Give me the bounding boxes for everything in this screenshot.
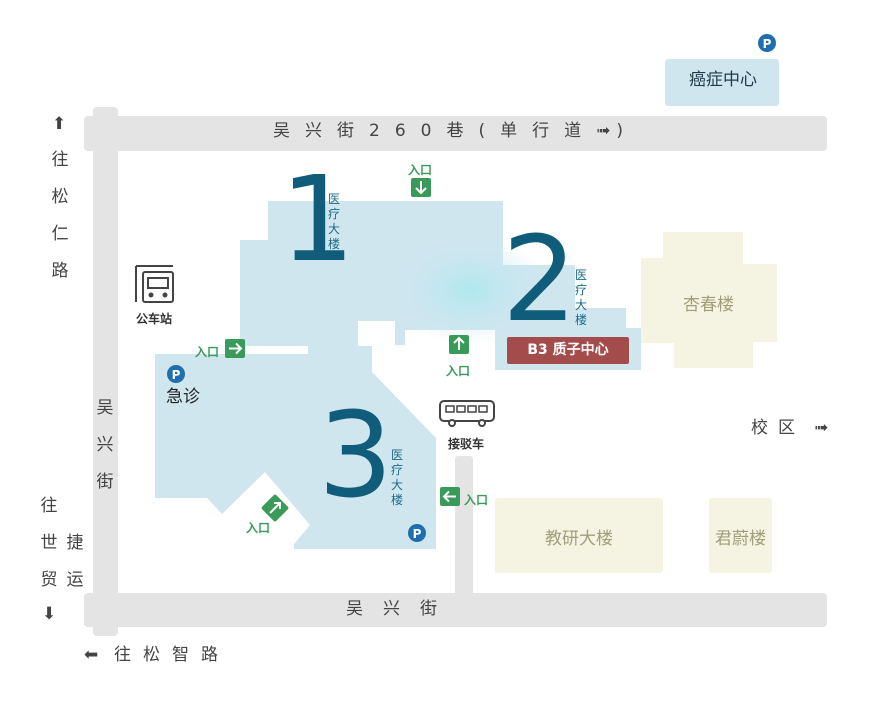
cancer-center-shape bbox=[665, 59, 779, 106]
arrow-down-icon: ⬇ bbox=[42, 604, 57, 624]
entrance-middle-label: 入口 bbox=[446, 364, 471, 378]
top-street-label: 吴兴街260巷(单行道➟) bbox=[273, 123, 638, 140]
entrance-top-label: 入口 bbox=[408, 163, 433, 177]
building-3-number: 3 bbox=[318, 386, 394, 524]
bus-stop-icon bbox=[135, 265, 174, 303]
road-small bbox=[455, 456, 473, 596]
entrance-lower-right-label: 入口 bbox=[464, 493, 489, 507]
top-street-close: ) bbox=[616, 121, 638, 141]
building-3-label: 医疗大楼 bbox=[390, 448, 403, 507]
building-2-number: 2 bbox=[502, 210, 578, 348]
to-songren-label: 往松仁路 bbox=[51, 150, 69, 281]
campus-label[interactable]: 校区 bbox=[751, 418, 805, 438]
cancer-center-label[interactable]: 癌症中心 bbox=[689, 70, 757, 90]
parking-icon: P bbox=[408, 524, 426, 542]
building-glow bbox=[390, 235, 550, 345]
entrance-lower-left-label: 入口 bbox=[246, 521, 271, 535]
jiaoyan-shape bbox=[495, 498, 663, 573]
arrow-left-icon: ⬅ bbox=[84, 645, 99, 665]
bus-station-label: 公车站 bbox=[136, 312, 173, 326]
shuttle-bus-icon bbox=[439, 400, 495, 427]
xingchun-shape bbox=[641, 232, 777, 368]
building-2-label: 医疗大楼 bbox=[574, 268, 587, 327]
bottom-street-label: 吴兴街 bbox=[346, 599, 457, 619]
arrow-up-icon: ⬆ bbox=[52, 114, 67, 134]
left-street-label: 吴兴街 bbox=[96, 398, 114, 492]
one-way-arrow-icon: ➟ bbox=[596, 121, 617, 141]
to-shijie-label: 往世贸 bbox=[40, 496, 58, 590]
to-songzhi-label: 往松智路 bbox=[114, 645, 230, 665]
building-3-shape bbox=[155, 346, 436, 549]
proton-center-badge[interactable]: B3 质子中心 bbox=[507, 337, 629, 364]
xingchun-label[interactable]: 杏春楼 bbox=[683, 295, 734, 315]
campus-arrow-icon: ➟ bbox=[814, 418, 829, 438]
building-1-number: 1 bbox=[280, 150, 356, 288]
svg-text:P: P bbox=[763, 37, 772, 51]
parking-icon: P bbox=[167, 365, 185, 383]
entrance-arrow-down-icon bbox=[411, 178, 431, 197]
shuttle-label: 接驳车 bbox=[448, 437, 485, 451]
top-street-name: 吴兴街260巷(单行道 bbox=[273, 121, 597, 141]
road-left bbox=[93, 107, 118, 636]
parking-icon: P bbox=[758, 34, 776, 52]
svg-text:P: P bbox=[172, 368, 181, 382]
svg-text:P: P bbox=[413, 527, 422, 541]
entrance-arrow-left-icon bbox=[440, 487, 460, 506]
entrance-arrow-diagonal-icon bbox=[261, 494, 289, 522]
jiaoyan-label[interactable]: 教研大楼 bbox=[545, 529, 613, 549]
entrance-left-label: 入口 bbox=[195, 345, 220, 359]
junwei-shape bbox=[709, 498, 772, 573]
entrance-arrow-up-icon bbox=[449, 335, 469, 354]
road-top bbox=[84, 116, 827, 151]
building-1-label: 医疗大楼 bbox=[327, 192, 340, 251]
road-bottom bbox=[84, 593, 827, 627]
entrance-arrow-right-icon bbox=[225, 339, 245, 358]
junwei-label[interactable]: 君蔚楼 bbox=[715, 529, 766, 549]
to-jieyun-label: 捷运 bbox=[66, 533, 84, 590]
emergency-label[interactable]: 急诊 bbox=[166, 387, 200, 407]
